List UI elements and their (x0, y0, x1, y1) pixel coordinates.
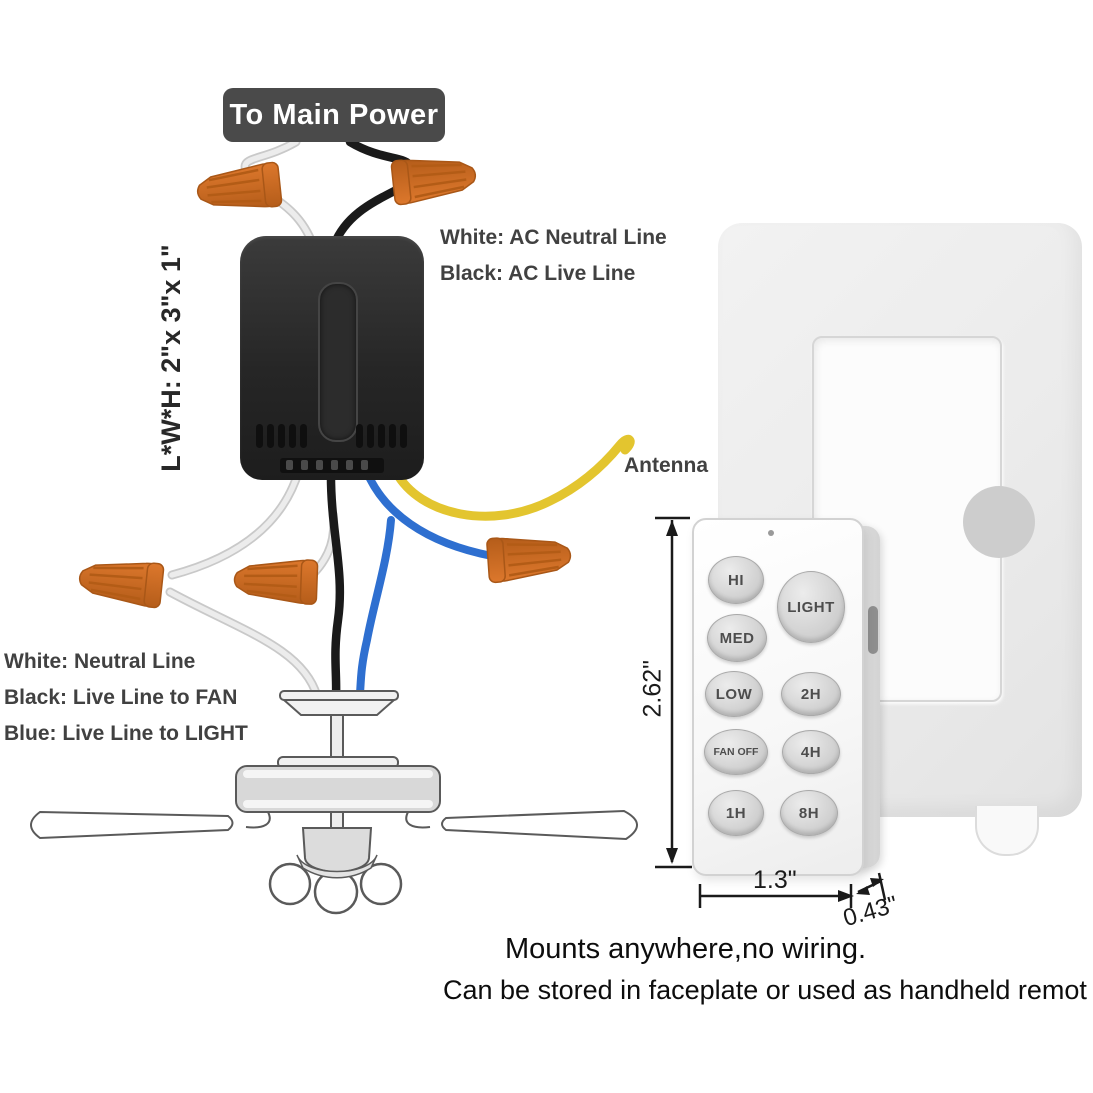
button-8h[interactable]: 8H (780, 790, 838, 836)
receiver-vent (378, 424, 385, 448)
wire-nut (390, 159, 477, 206)
remote-led-icon (768, 530, 774, 536)
faceplate-thumb-notch (975, 806, 1039, 856)
to-main-power-badge: To Main Power (223, 88, 445, 142)
dimension-height-label: 2.62" (638, 659, 667, 718)
receiver-box (240, 236, 424, 480)
receiver-terminal-strip (280, 458, 384, 473)
ceiling-fan-drawing (30, 690, 638, 915)
button-4h[interactable]: 4H (782, 730, 840, 774)
label-live-light: Blue: Live Line to LIGHT (4, 722, 248, 745)
label-ac-live: Black: AC Live Line (440, 262, 636, 285)
to-main-power-label: To Main Power (229, 98, 439, 131)
footer-line2: Can be stored in faceplate or used as ha… (443, 975, 1087, 1005)
receiver-vent (256, 424, 263, 448)
antenna-wire (391, 434, 635, 521)
dimension-width-label: 1.3" (753, 866, 797, 894)
footer-line1: Mounts anywhere,no wiring. (505, 933, 867, 965)
remote-control: HI LIGHT MED LOW 2H FAN OFF 4H 1H 8H (692, 518, 864, 876)
wire-nut (196, 161, 283, 208)
remote-side-button (868, 606, 878, 654)
receiver-vent (367, 424, 374, 448)
label-antenna: Antenna (624, 454, 708, 477)
button-low[interactable]: LOW (705, 671, 763, 717)
receiver-size-label: L*W*H: 2"x 3"x 1" (155, 244, 186, 472)
receiver-vent (400, 424, 407, 448)
wire-nut (486, 537, 572, 584)
receiver-vent (278, 424, 285, 448)
faceplate-thumb-hole (963, 486, 1035, 558)
button-light[interactable]: LIGHT (777, 571, 845, 643)
receiver-vent (289, 424, 296, 448)
dimension-lines (655, 516, 887, 908)
label-neutral: White: Neutral Line (4, 650, 196, 673)
wire-nut (233, 559, 319, 605)
button-hi[interactable]: HI (708, 556, 764, 604)
receiver-vent (300, 424, 307, 448)
button-2h[interactable]: 2H (781, 672, 841, 716)
receiver-vent (389, 424, 396, 448)
receiver-vent (356, 424, 363, 448)
label-live-fan: Black: Live Line to FAN (4, 686, 238, 709)
button-med[interactable]: MED (707, 614, 767, 662)
black-wire-fan (326, 465, 345, 703)
button-1h[interactable]: 1H (708, 790, 764, 836)
wire-nut (78, 562, 165, 609)
receiver-embossed-label (318, 282, 358, 442)
receiver-vent (267, 424, 274, 448)
label-ac-neutral: White: AC Neutral Line (440, 226, 667, 249)
button-fan-off[interactable]: FAN OFF (704, 729, 768, 775)
blue-wire-light (356, 466, 496, 698)
